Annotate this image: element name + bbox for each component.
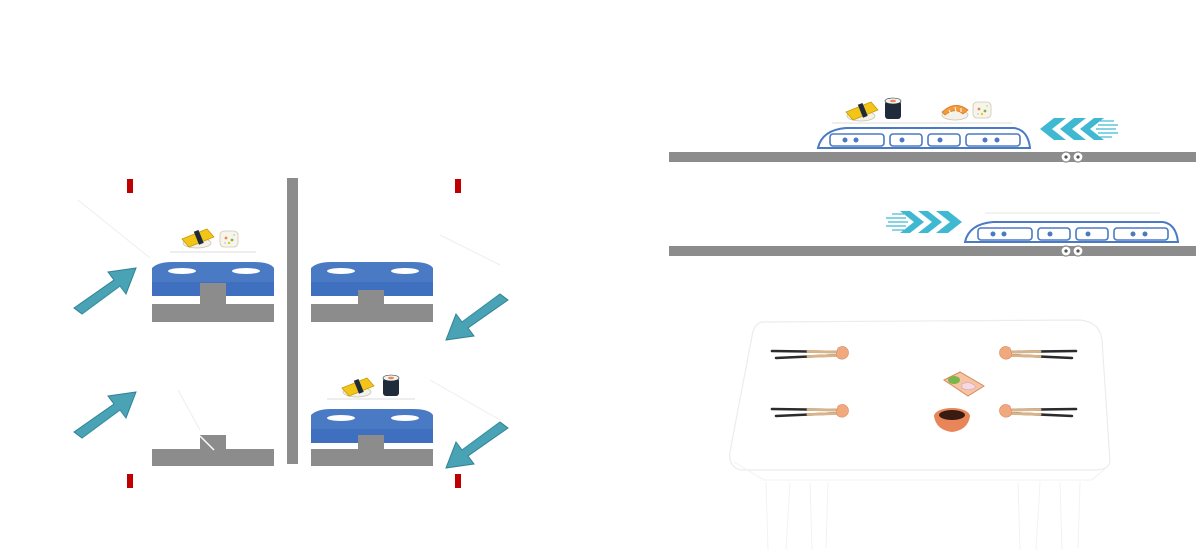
- wheel-icon: [1060, 245, 1084, 257]
- conveyor-diagram: [669, 97, 1196, 550]
- shrimp-nigiri-icon: [941, 104, 969, 121]
- center-divider: [287, 178, 298, 464]
- guide-lines: [77, 199, 501, 431]
- california-roll-icon: [219, 230, 239, 248]
- left-chevrons-icon: [1040, 118, 1118, 140]
- up-right-arrow-icon: [73, 267, 137, 315]
- soy-sauce-dish-icon: [934, 408, 970, 432]
- tamago-nigiri-icon: [341, 377, 375, 398]
- tamago-nigiri-icon: [845, 101, 879, 122]
- wasabi-ginger-plate-icon: [943, 371, 985, 397]
- down-right-arrow-icon: [445, 293, 509, 341]
- down-right-arrow-icon: [445, 421, 509, 469]
- dining-table: [729, 319, 1111, 550]
- upper-conveyor: [669, 97, 1196, 163]
- top-left-stage: [152, 228, 274, 322]
- top-right-stage: [311, 262, 433, 322]
- california-roll-icon: [972, 101, 992, 119]
- bottom-left-stage: [152, 435, 274, 466]
- station-diagram: [73, 178, 509, 488]
- red-marker-icon: [127, 179, 133, 193]
- maki-roll-icon: [382, 374, 400, 397]
- lower-conveyor: [669, 211, 1196, 257]
- red-marker-icon: [455, 474, 461, 488]
- right-chevrons-icon: [886, 211, 962, 233]
- bottom-right-stage: [311, 374, 433, 466]
- maki-roll-icon: [884, 97, 902, 120]
- red-marker-icon: [127, 474, 133, 488]
- tamago-nigiri-icon: [181, 228, 215, 249]
- up-right-arrow-icon: [73, 391, 137, 439]
- red-marker-icon: [455, 179, 461, 193]
- wheel-icon: [1060, 151, 1084, 163]
